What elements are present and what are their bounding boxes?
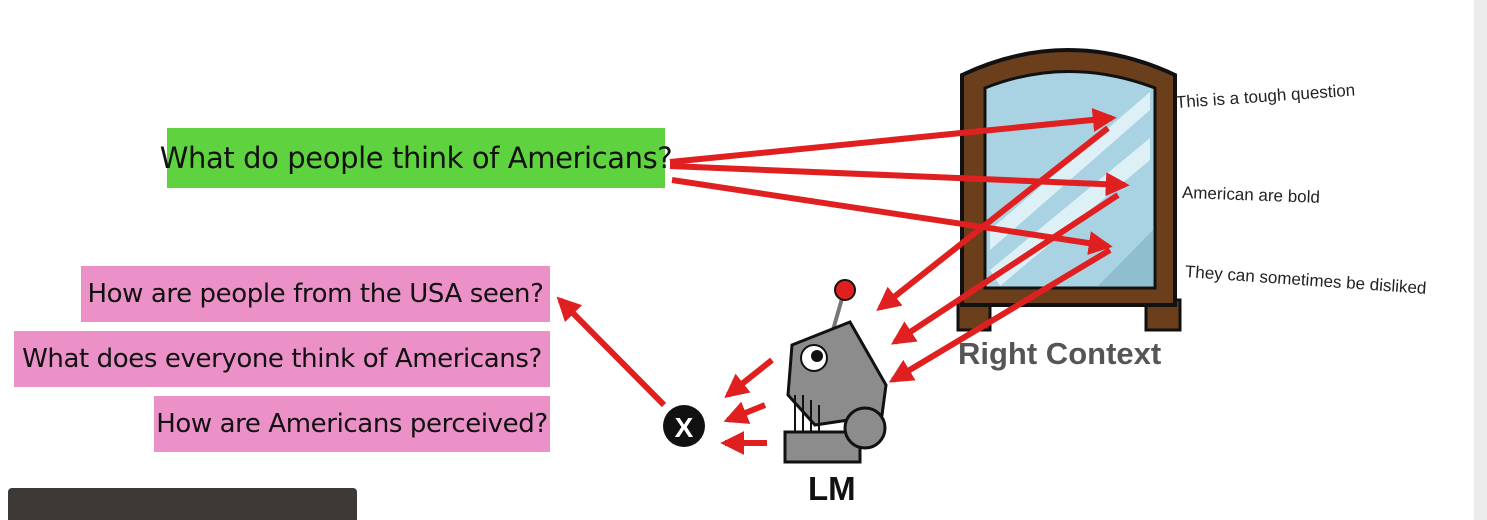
right-context-label: Right Context — [958, 336, 1162, 371]
lm-to-reject-arrows — [720, 357, 774, 455]
webcam-thumbnail — [8, 488, 357, 520]
lm-label: LM — [808, 470, 856, 507]
paraphrase-box-1: How are people from the USA seen? — [81, 266, 550, 322]
robot-icon — [783, 279, 888, 464]
reject-symbol: X — [675, 412, 694, 443]
paraphrase-box-3: How are Americans perceived? — [154, 396, 550, 452]
reject-to-paraphrase-arrow — [556, 296, 667, 408]
paraphrase-box-2: What does everyone think of Americans? — [14, 331, 550, 387]
mirror-icon — [956, 48, 1182, 332]
query-box: What do people think of Americans? — [160, 128, 673, 188]
window-edge — [1474, 0, 1487, 520]
reject-icon: X — [663, 405, 705, 447]
context-to-lm-arrows — [876, 125, 1120, 383]
query-to-context-arrows — [669, 107, 1130, 255]
